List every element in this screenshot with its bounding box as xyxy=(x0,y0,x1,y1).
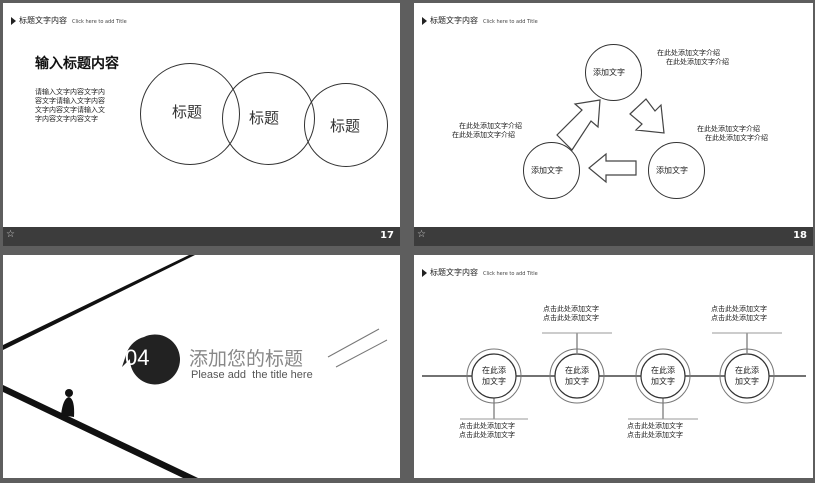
diagonal-band xyxy=(3,385,198,478)
timeline-caption: 点击此处添加文字 点击此处添加文字 xyxy=(711,305,767,323)
circle-label: 标题 xyxy=(172,103,203,121)
slide-section-04[interactable]: 04 添加您的标题 Please add the title here xyxy=(3,255,400,478)
slide-17[interactable]: 标题文字内容 Click here to add Title 输入标题内容 请输入… xyxy=(3,3,400,227)
body-line: 文字内容文字请输入文 xyxy=(35,106,105,114)
note-left: 在此处添加文字介绍 在此处添加文字介绍 xyxy=(452,122,522,140)
caption-line: 点击此处添加文字 xyxy=(459,422,515,430)
caption-line: 点击此处添加文字 xyxy=(627,422,683,430)
caption-line: 点击此处添加文字 xyxy=(711,305,767,313)
body-line: 请输入文字内容文字内 xyxy=(35,88,105,96)
node-line: 在此添 xyxy=(651,366,675,375)
section-title: 添加您的标题 xyxy=(189,348,304,370)
note-line: 在此处添加文字介绍 xyxy=(657,49,720,57)
node-ring xyxy=(549,348,605,404)
caption-line: 点击此处添加文字 xyxy=(543,314,599,322)
body-text: 请输入文字内容文字内 容文字请输入文字内容 文字内容文字请输入文 字内容文字内容… xyxy=(35,88,130,124)
header-subtitle: Click here to add Title xyxy=(483,19,538,25)
node-line: 加文字 xyxy=(482,377,506,386)
slide-heading: 输入标题内容 xyxy=(35,56,119,72)
node-line: 在此添 xyxy=(565,366,589,375)
timeline-node-label: 在此添 加文字 xyxy=(731,365,763,387)
caption-line: 点击此处添加文字 xyxy=(627,431,683,439)
cycle-node-top xyxy=(585,44,642,101)
node-label: 添加文字 xyxy=(531,166,563,175)
node-line: 加文字 xyxy=(651,377,675,386)
arrow-left-icon xyxy=(588,152,637,184)
arrow-up-right-icon xyxy=(556,99,601,151)
slide-header: 标题文字内容 Click here to add Title xyxy=(11,15,127,26)
circle-label: 标题 xyxy=(330,117,361,135)
node-disc xyxy=(554,353,600,399)
node-label: 添加文字 xyxy=(593,68,625,77)
node-ring xyxy=(635,348,691,404)
star-icon: ☆ xyxy=(417,229,426,240)
header-subtitle: Click here to add Title xyxy=(483,271,538,277)
cycle-node-left xyxy=(523,142,580,199)
note-line: 在此处添加文字介绍 xyxy=(452,131,515,139)
cycle-node-right xyxy=(648,142,705,199)
node-disc xyxy=(471,353,517,399)
note-line: 在此处添加文字介绍 xyxy=(666,58,729,66)
header-title: 标题文字内容 xyxy=(430,16,478,25)
node-disc xyxy=(640,353,686,399)
triangle-icon xyxy=(11,16,16,25)
node-disc xyxy=(724,353,770,399)
header-title: 标题文字内容 xyxy=(19,16,67,25)
note-line: 在此处添加文字介绍 xyxy=(697,125,760,133)
slide-footer: ☆ 18 xyxy=(414,227,813,246)
node-ring xyxy=(466,348,522,404)
body-line: 容文字请输入文字内容 xyxy=(35,97,105,105)
arrow-down-right-icon xyxy=(629,98,665,134)
figure-head xyxy=(65,389,73,397)
slide-header: 标题文字内容 Click here to add Title xyxy=(422,267,538,278)
section-graphics xyxy=(3,255,388,478)
speech-bubble-icon xyxy=(122,334,180,385)
timeline-caption: 点击此处添加文字 点击此处添加文字 xyxy=(459,422,515,440)
caption-line: 点击此处添加文字 xyxy=(711,314,767,322)
triangle-icon xyxy=(422,268,427,277)
timeline-node-label: 在此添 加文字 xyxy=(647,365,679,387)
timeline-node-label: 在此添 加文字 xyxy=(478,365,510,387)
figure-body xyxy=(61,397,75,417)
note-line: 在此处添加文字介绍 xyxy=(705,134,768,142)
slide-number: 17 xyxy=(380,230,394,241)
cycle-arrows xyxy=(556,98,665,184)
timeline-caption: 点击此处添加文字 点击此处添加文字 xyxy=(627,422,683,440)
node-label: 添加文字 xyxy=(656,166,688,175)
caption-line: 点击此处添加文字 xyxy=(459,431,515,439)
circle-label: 标题 xyxy=(249,109,280,127)
accent-line xyxy=(327,328,380,358)
node-line: 加文字 xyxy=(735,377,759,386)
slide-number: 18 xyxy=(793,230,807,241)
header-title: 标题文字内容 xyxy=(430,268,478,277)
timeline-caption: 点击此处添加文字 点击此处添加文字 xyxy=(543,305,599,323)
venn-circle xyxy=(304,83,388,167)
caption-line: 点击此处添加文字 xyxy=(543,305,599,313)
node-line: 在此添 xyxy=(482,366,506,375)
section-subtitle: Please add the title here xyxy=(191,369,313,381)
header-subtitle: Click here to add Title xyxy=(72,19,127,25)
slide-timeline[interactable]: 标题文字内容 Click here to add Title 在此添 加文字 在此… xyxy=(414,255,813,478)
accent-line xyxy=(335,339,388,368)
slide-footer: ☆ 17 xyxy=(3,227,400,246)
timeline-node-label: 在此添 加文字 xyxy=(561,365,593,387)
note-line: 在此处添加文字介绍 xyxy=(459,122,522,130)
star-icon: ☆ xyxy=(6,229,15,240)
node-line: 在此添 xyxy=(735,366,759,375)
body-line: 字内容文字内容文字 xyxy=(35,115,98,123)
slide-header: 标题文字内容 Click here to add Title xyxy=(422,15,538,26)
node-line: 加文字 xyxy=(565,377,589,386)
note-top-right: 在此处添加文字介绍 在此处添加文字介绍 xyxy=(648,49,729,67)
node-ring xyxy=(719,348,775,404)
diagonal-band xyxy=(3,255,195,350)
timeline-graphics xyxy=(422,332,806,420)
note-right: 在此处添加文字介绍 在此处添加文字介绍 xyxy=(697,125,768,143)
triangle-icon xyxy=(422,16,427,25)
section-number: 04 xyxy=(125,345,150,370)
